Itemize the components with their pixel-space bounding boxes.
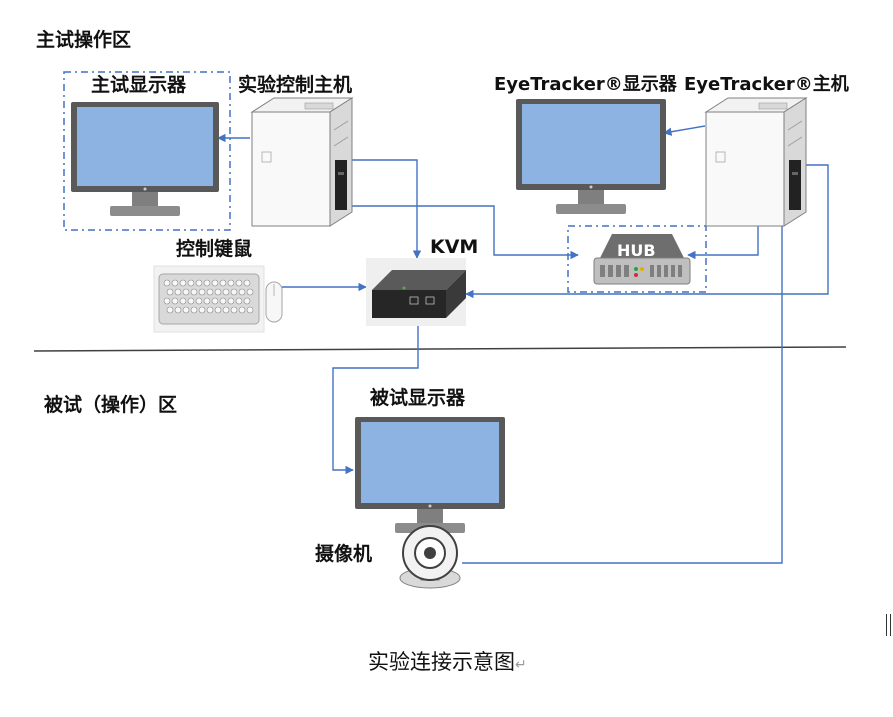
line-control-pc-to-kvm <box>352 159 422 259</box>
eyetracker-monitor-label: EyeTracker®显示器 <box>494 74 677 95</box>
master-monitor-icon <box>71 102 219 216</box>
eyetracker-pc-icon <box>704 97 808 227</box>
line-eyetracker-pc-to-kvm <box>465 164 829 299</box>
diagram-caption: 实验连接示意图↵ <box>368 652 527 673</box>
camera-label: 摄像机 <box>315 543 373 565</box>
line-eyetracker-pc-to-hub <box>687 225 759 260</box>
connection-lines <box>217 125 829 564</box>
eyetracker-monitor-icon <box>516 99 666 214</box>
return-mark-icon: ↵ <box>515 657 527 673</box>
eyetracker-pc-label: EyeTracker®主机 <box>684 74 849 95</box>
subject-monitor-icon <box>355 417 505 533</box>
hub-dashed-box <box>567 225 707 293</box>
hub-icon <box>593 234 691 285</box>
line-control-pc-to-hub <box>352 205 579 260</box>
zone-divider <box>33 346 847 352</box>
control-pc-label: 实验控制主机 <box>238 74 353 96</box>
master-monitor-dashed-box <box>63 71 231 231</box>
subject-area-label: 被试（操作）区 <box>44 394 178 416</box>
control-pc-icon <box>250 97 354 227</box>
kvm-icon <box>366 258 466 326</box>
line-camera-to-eyetracker-pc <box>462 217 787 564</box>
kvm-label: KVM <box>430 236 479 258</box>
master-monitor-label: 主试显示器 <box>91 74 187 96</box>
master-area-label: 主试操作区 <box>36 29 132 51</box>
keyboard-mouse-icon <box>153 265 283 333</box>
subject-monitor-label: 被试显示器 <box>370 387 466 409</box>
caption-text: 实验连接示意图 <box>368 650 515 674</box>
hub-label: HUB <box>617 241 656 260</box>
camera-icon <box>399 525 461 589</box>
line-eyetracker-pc-to-eyetracker-monitor <box>663 125 706 136</box>
keyboard-mouse-label: 控制键鼠 <box>176 238 253 260</box>
edge-mark <box>886 614 891 636</box>
line-kvm-to-subject-monitor <box>332 324 419 475</box>
